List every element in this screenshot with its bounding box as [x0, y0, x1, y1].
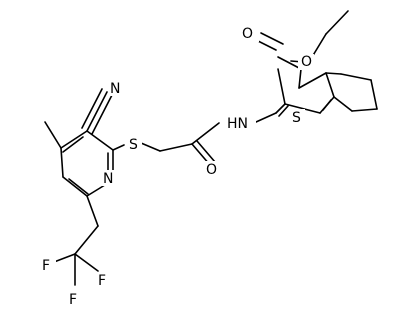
bond — [322, 99, 332, 111]
bond — [196, 140, 216, 163]
bond — [53, 253, 76, 263]
bond — [277, 68, 286, 105]
bond — [325, 72, 342, 75]
bond — [325, 72, 335, 98]
bond — [86, 195, 99, 227]
bond — [278, 105, 289, 117]
atom-label: O — [301, 54, 312, 70]
bond — [370, 79, 378, 110]
bond — [298, 68, 302, 89]
bond — [74, 225, 99, 255]
bond — [277, 56, 302, 70]
atom-label: S — [292, 110, 301, 126]
bond — [60, 147, 64, 178]
bond — [140, 142, 161, 152]
bond — [62, 176, 88, 197]
bond — [44, 121, 62, 149]
atom-labels: O O HN S N S O N F F F — [40, 26, 314, 308]
bond — [62, 136, 84, 153]
atom-label: O — [242, 26, 253, 42]
bond — [255, 112, 277, 123]
bond — [284, 103, 321, 114]
bond — [351, 108, 378, 112]
atom-label: N — [110, 81, 120, 97]
bond — [60, 130, 88, 149]
atom-label: HN — [227, 116, 248, 132]
atom-label: O — [206, 162, 217, 178]
bond — [91, 94, 113, 135]
atom-label: F — [98, 273, 106, 289]
bond — [112, 144, 125, 151]
bond — [86, 130, 114, 151]
bond — [275, 103, 286, 114]
bond — [325, 10, 349, 35]
bond — [191, 122, 220, 145]
bond — [340, 73, 372, 81]
bond — [68, 178, 89, 195]
bond — [260, 32, 284, 45]
bond — [159, 143, 193, 152]
bond — [298, 72, 327, 89]
atom-label: F — [42, 258, 50, 274]
atom-label: F — [69, 292, 77, 308]
atom-label: N — [103, 171, 113, 187]
bond — [333, 96, 353, 112]
bond — [86, 91, 108, 132]
bond-lines — [44, 10, 378, 286]
bond — [81, 88, 103, 129]
atom-label: S — [129, 137, 138, 153]
bond — [74, 253, 99, 272]
